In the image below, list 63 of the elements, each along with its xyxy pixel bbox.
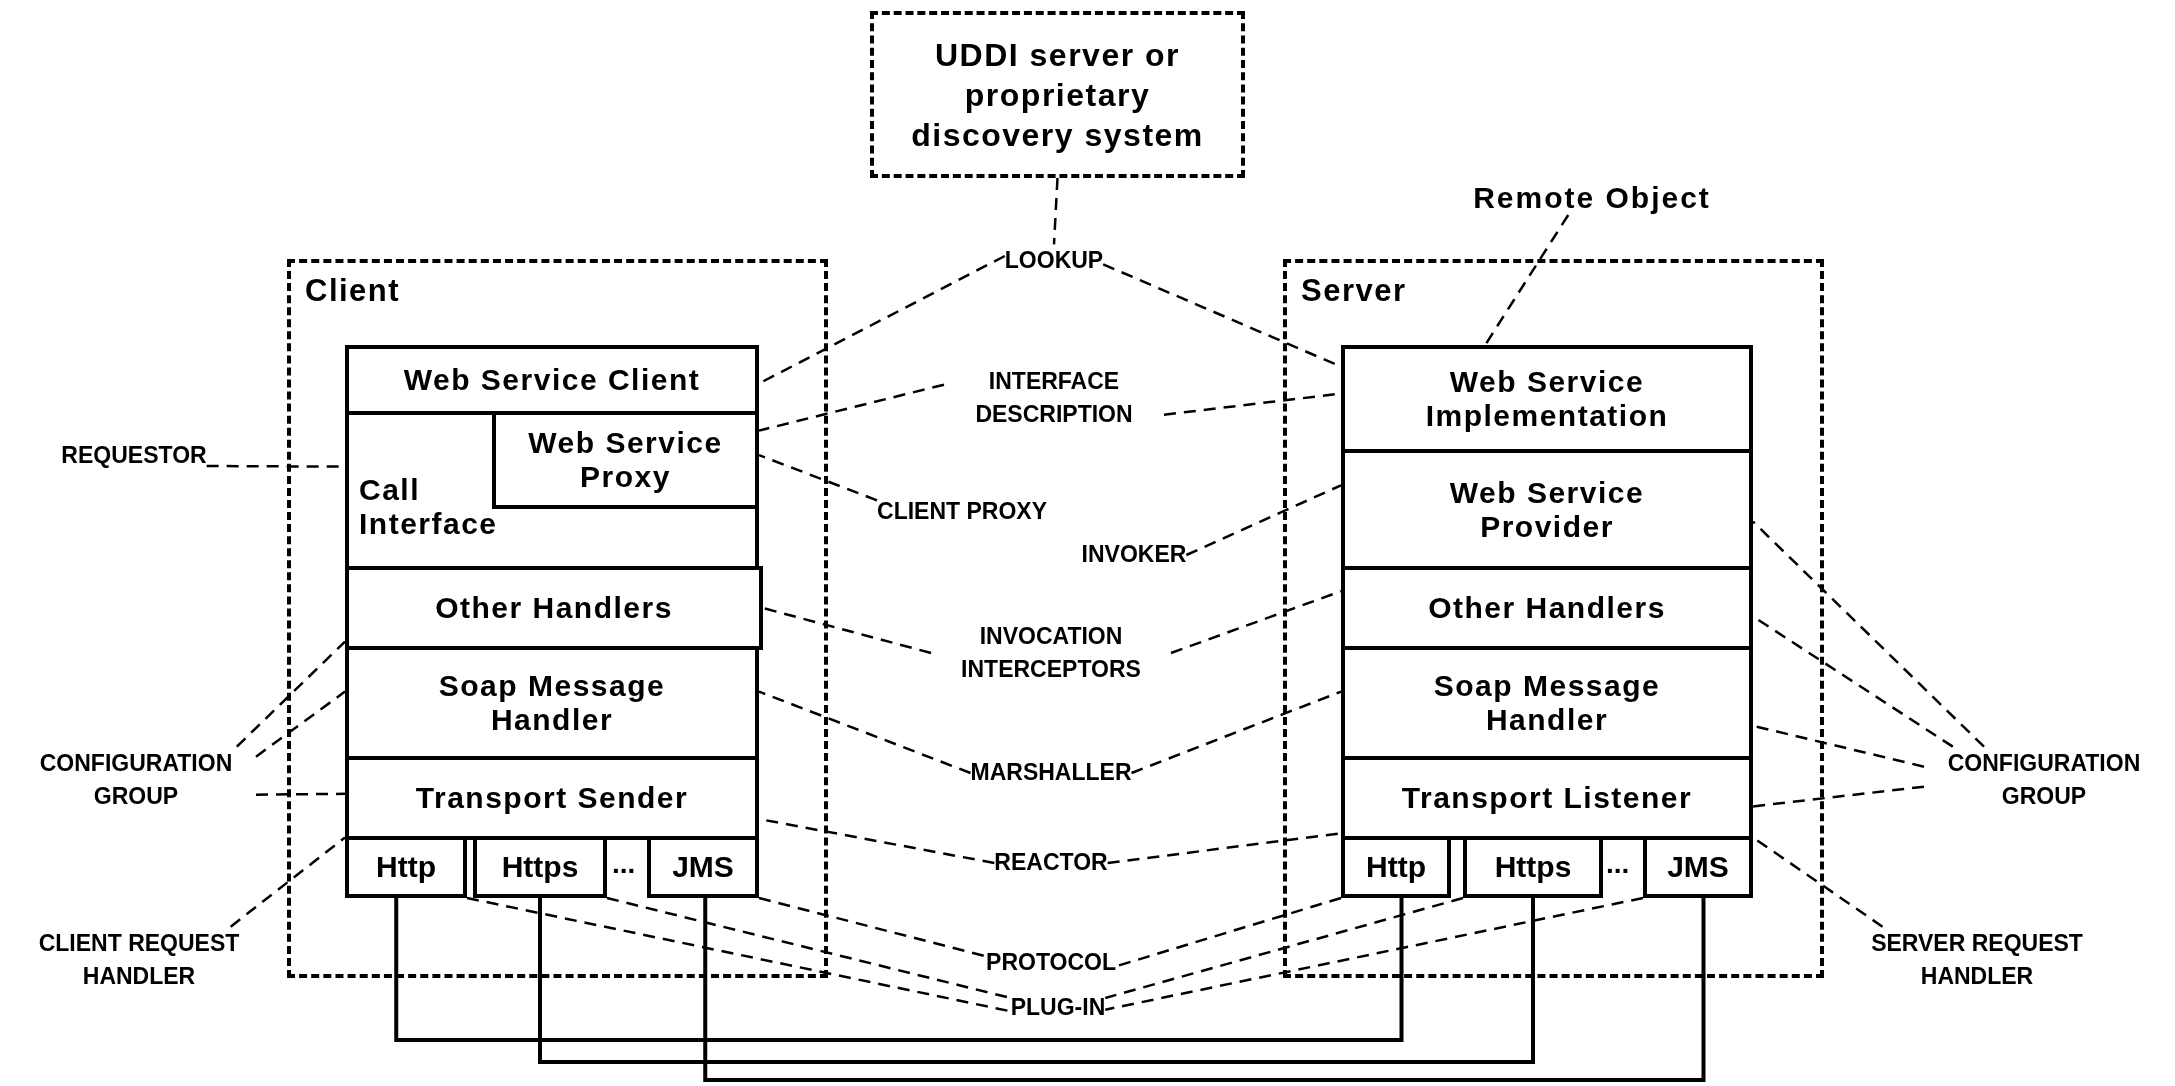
container-box <box>287 259 828 978</box>
leader-line <box>1104 896 1464 1000</box>
annotation-label: CLIENT PROXY <box>877 495 1047 529</box>
protocol-label: Http <box>376 850 436 884</box>
layer-label: Soap Message Handler <box>1432 669 1662 737</box>
leader-line <box>1105 896 1644 1011</box>
connector-line <box>703 898 1706 1082</box>
annotation-label: LOOKUP <box>1004 244 1104 278</box>
box-label: UDDI server or proprietary discovery system <box>910 35 1205 155</box>
layer-label: Web Service Client <box>403 363 701 397</box>
leader-line <box>1052 177 1059 245</box>
layer-label: Other Handlers <box>435 591 673 625</box>
annotation-label: REACTOR <box>994 846 1108 880</box>
layer-label: Web Service Implementation <box>1424 365 1670 433</box>
registry-box <box>870 11 1245 178</box>
layer-box <box>345 566 763 650</box>
protocol-label: JMS <box>1667 850 1729 884</box>
ellipsis-label: ... <box>1606 848 1630 880</box>
annotation-label: PROTOCOL <box>986 946 1116 980</box>
leader-line <box>758 690 971 775</box>
layer-label: Transport Listener <box>1401 781 1693 815</box>
annotation-label: REQUESTOR <box>61 439 207 473</box>
leader-line <box>1752 520 1985 748</box>
leader-line <box>466 896 1011 1013</box>
leader-line <box>1170 590 1342 655</box>
leader-line <box>1752 785 1925 808</box>
leader-line <box>1484 214 1570 346</box>
annotation-label: INVOKER <box>1081 538 1187 572</box>
leader-line <box>235 640 346 748</box>
annotation-label: INVOCATION INTERCEPTORS <box>931 619 1171 687</box>
ellipsis-label: ... <box>612 848 636 880</box>
connector-line <box>394 898 1404 1042</box>
leader-line <box>758 453 878 502</box>
layer-label: Soap Message Handler <box>437 669 667 737</box>
leader-line <box>255 690 346 758</box>
group-title: Client <box>305 273 401 309</box>
callout-label: Remote Object <box>1473 181 1711 215</box>
leader-line <box>762 606 932 655</box>
protocol-label: Http <box>1366 850 1426 884</box>
group-title: Server <box>1301 273 1407 309</box>
annotation-label: CONFIGURATION GROUP <box>1924 746 2164 814</box>
leader-line <box>1131 690 1342 775</box>
container-box <box>1283 259 1824 978</box>
protocol-label: Https <box>1494 850 1572 884</box>
layer-label: Other Handlers <box>1428 591 1666 625</box>
leader-line <box>1185 484 1342 557</box>
protocol-label: JMS <box>672 850 734 884</box>
layer-label: Web Service Proxy <box>527 426 724 494</box>
layer-label: Transport Sender <box>415 781 689 815</box>
leader-line <box>758 896 987 958</box>
protocol-label: Https <box>501 850 579 884</box>
annotation-label: SERVER REQUEST HANDLER <box>1842 926 2112 994</box>
annotation-label: PLUG-IN <box>1010 991 1106 1025</box>
connector-line <box>538 898 1535 1064</box>
layer-label: Web Service Provider <box>1448 475 1646 544</box>
layer-label: Call Interface <box>359 473 499 541</box>
annotation-label: CLIENT REQUEST HANDLER <box>8 926 270 994</box>
leader-line <box>256 792 345 796</box>
leader-line <box>758 383 945 432</box>
annotation-label: MARSHALLER <box>970 756 1132 790</box>
annotation-label: INTERFACE DESCRIPTION <box>944 364 1164 432</box>
leader-line <box>229 836 346 928</box>
annotation-label: CONFIGURATION GROUP <box>16 746 256 814</box>
